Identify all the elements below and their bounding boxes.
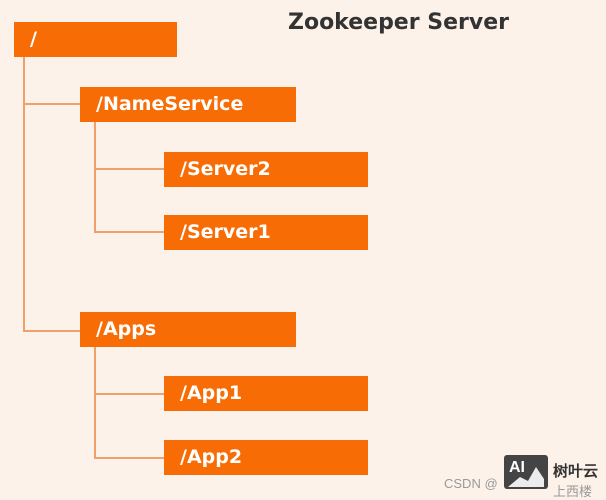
node-nameservice: /NameService [80, 87, 296, 122]
connector-apps-vertical [94, 347, 96, 458]
diagram-title: Zookeeper Server [288, 10, 509, 35]
watermark-suffix: 上西楼 [553, 485, 593, 500]
node-app1: /App1 [164, 376, 368, 411]
connector-apps-app2 [94, 457, 164, 459]
logo-icon: AI [504, 455, 548, 489]
node-root: / [14, 22, 177, 57]
connector-root-vertical [23, 57, 25, 332]
connector-root-apps [23, 330, 80, 332]
connector-nameservice-server2 [94, 168, 164, 170]
connector-apps-app1 [94, 393, 164, 395]
node-apps: /Apps [80, 312, 296, 347]
node-server1: /Server1 [164, 215, 368, 250]
logo-mark: AI [509, 459, 525, 476]
watermark-csdn: CSDN @ [444, 476, 498, 491]
connector-nameservice-server1 [94, 231, 164, 233]
logo-text: 树叶云 [553, 462, 599, 480]
connector-nameservice-vertical [94, 121, 96, 233]
mountain-icon [508, 467, 544, 487]
connector-root-nameservice [23, 103, 80, 105]
node-server2: /Server2 [164, 152, 368, 187]
node-app2: /App2 [164, 440, 368, 475]
